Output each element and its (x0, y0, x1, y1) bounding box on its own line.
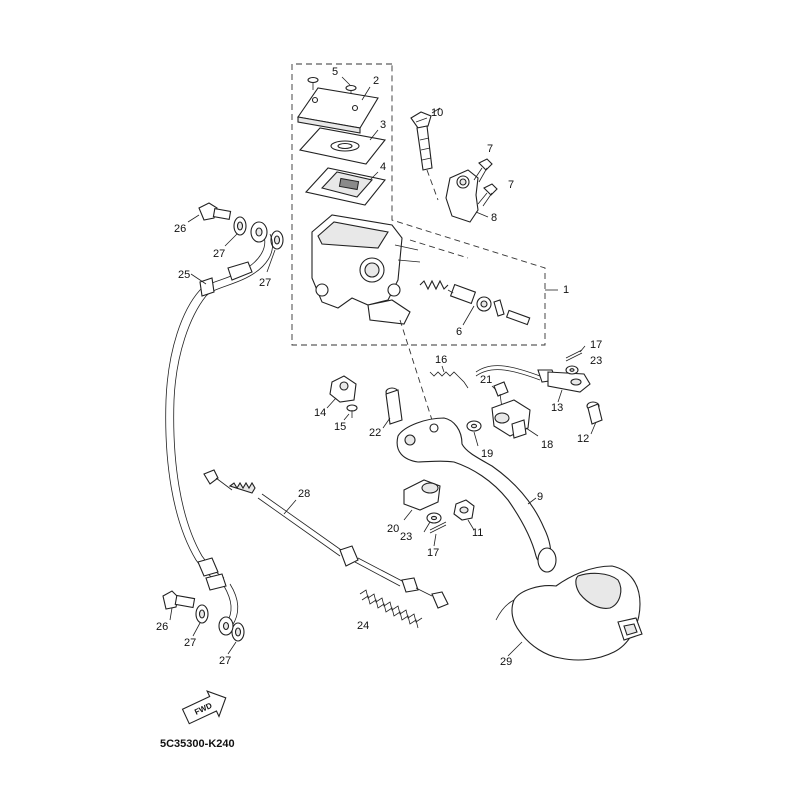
part-2-reservoir-cover (297, 86, 379, 134)
part-14-bracket (326, 375, 357, 409)
callout-2: 2 (373, 75, 379, 87)
part-6-piston-kit (419, 279, 531, 326)
callout-14: 14 (314, 407, 326, 419)
callout-17-bottom: 17 (427, 547, 439, 559)
callout-19: 19 (481, 448, 493, 460)
part-21-adjuster-bolt (491, 381, 509, 409)
callout-8: 8 (491, 212, 497, 224)
part-22-pivot-pin (382, 387, 403, 429)
part-25-brake-hose (165, 221, 273, 636)
callout-26-top: 26 (174, 223, 186, 235)
callout-27-top-right: 27 (259, 277, 271, 289)
part-23-washers (423, 365, 579, 533)
callout-7-top: 7 (487, 143, 493, 155)
part-17-cotter-pins (429, 345, 586, 547)
part-18-adjuster-block (491, 399, 539, 439)
callout-29: 29 (500, 656, 512, 668)
callout-28: 28 (298, 488, 310, 500)
master-cylinder-body (311, 214, 421, 325)
callout-6: 6 (456, 326, 462, 338)
callout-26-bottom: 26 (156, 621, 168, 633)
part-3-diaphragm-plate (298, 127, 386, 165)
part-16-spring (429, 365, 469, 389)
part-5-screws (307, 76, 357, 97)
callout-13: 13 (551, 402, 563, 414)
part-27-washers (192, 216, 284, 655)
part-7-bolts (473, 158, 498, 207)
callout-15: 15 (334, 421, 346, 433)
callout-9: 9 (537, 491, 543, 503)
part-11-nut (453, 499, 475, 531)
callout-1: 1 (563, 284, 569, 296)
part-4-diaphragm (304, 167, 386, 206)
part-26-banjo-bolt-top (187, 202, 232, 223)
callout-23-top: 23 (590, 355, 602, 367)
callout-21: 21 (480, 374, 492, 386)
callout-12: 12 (577, 433, 589, 445)
part-10-pivot-bolt (410, 107, 441, 201)
part-12-pin (586, 401, 603, 435)
callout-25: 25 (178, 269, 190, 281)
callout-7-bottom: 7 (508, 179, 514, 191)
part-19-washer (466, 420, 482, 447)
part-9-brake-lever (396, 417, 557, 573)
callout-22: 22 (369, 427, 381, 439)
part-24-spring (359, 589, 423, 629)
part-26-banjo-bolt-bottom (162, 590, 196, 621)
callout-11: 11 (472, 527, 483, 539)
part-28-cable (203, 469, 449, 609)
part-13-cable-end (475, 365, 591, 403)
callout-17-top: 17 (590, 339, 602, 351)
part-29-lever-cover (495, 565, 643, 661)
part-8-clamp (445, 169, 489, 223)
callout-4: 4 (380, 161, 386, 173)
part-20-dial (403, 479, 441, 521)
callout-labels: 1 2 3 4 5 6 7 7 8 9 10 11 12 13 14 15 16… (156, 66, 602, 668)
diagram-code: 5C35300-K240 (160, 738, 235, 750)
callout-23-bottom: 23 (400, 531, 412, 543)
fwd-arrow: FWD (181, 690, 227, 725)
callout-16: 16 (435, 354, 447, 366)
callout-27-bottom-right: 27 (219, 655, 231, 667)
callout-10: 10 (431, 107, 443, 119)
callout-5: 5 (332, 66, 338, 78)
callout-27-top-left: 27 (213, 248, 225, 260)
dashed-leader-lever (399, 319, 433, 421)
callout-27-bottom-left: 27 (184, 637, 196, 649)
callout-3: 3 (380, 119, 386, 131)
master-cylinder-assembly-box (291, 63, 546, 346)
part-15-screw (343, 404, 358, 421)
callout-18: 18 (541, 439, 553, 451)
callout-20: 20 (387, 523, 399, 535)
callout-24: 24 (357, 620, 369, 632)
dashed-leader-adjuster (409, 239, 469, 259)
